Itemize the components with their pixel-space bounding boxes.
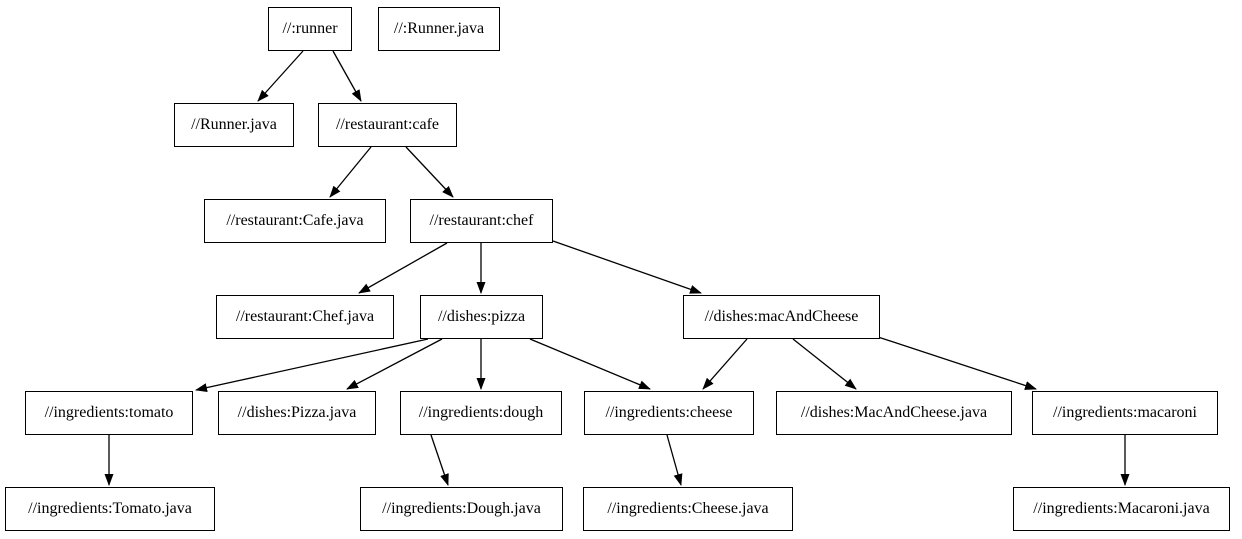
graph-node-mac-and-cheese-java: //dishes:MacAndCheese.java	[776, 391, 1012, 435]
edge-chef-to-chef-java	[358, 242, 448, 294]
graph-node-chef-java: //restaurant:Chef.java	[216, 295, 394, 339]
graph-node-dough-java: //ingredients:Dough.java	[360, 487, 563, 531]
edge-runner-to-cafe	[332, 50, 362, 102]
graph-node-cheese-java: //ingredients:Cheese.java	[583, 487, 793, 531]
graph-node-cafe-java: //restaurant:Cafe.java	[204, 199, 386, 243]
graph-node-chef: //restaurant:chef	[410, 199, 553, 243]
edge-cheese-to-cheese-java	[666, 434, 683, 486]
graph-node-macaroni: //ingredients:macaroni	[1032, 391, 1218, 435]
edge-pizza-to-tomato	[195, 338, 429, 393]
edge-chef-to-mac-and-cheese	[552, 240, 702, 294]
graph-node-runner-java: //Runner.java	[174, 103, 294, 147]
graph-node-cheese: //ingredients:cheese	[584, 391, 754, 435]
edge-mac-and-cheese-to-mac-and-cheese-java	[792, 338, 857, 390]
graph-node-runner-java-top: //:Runner.java	[378, 7, 500, 51]
edge-mac-and-cheese-to-macaroni	[877, 336, 1037, 390]
edge-cafe-to-cafe-java	[329, 146, 372, 198]
graph-node-pizza-java: //dishes:Pizza.java	[218, 391, 376, 435]
graph-node-cafe: //restaurant:cafe	[318, 103, 457, 147]
graph-node-mac-and-cheese: //dishes:macAndCheese	[683, 295, 880, 339]
graph-node-tomato: //ingredients:tomato	[25, 391, 193, 435]
graph-node-tomato-java: //ingredients:Tomato.java	[5, 487, 215, 531]
graph-node-macaroni-java: //ingredients:Macaroni.java	[1013, 487, 1230, 531]
edge-pizza-to-cheese	[529, 338, 651, 390]
graph-node-pizza: //dishes:pizza	[420, 295, 543, 339]
edge-pizza-to-pizza-java	[346, 338, 443, 390]
edge-cafe-to-chef	[405, 146, 454, 198]
graph-node-runner: //:runner	[268, 7, 352, 51]
edge-runner-to-runner-java	[257, 50, 304, 102]
edge-dough-to-dough-java	[430, 434, 449, 486]
edge-mac-and-cheese-to-cheese	[702, 338, 748, 390]
graph-node-dough: //ingredients:dough	[400, 391, 562, 435]
